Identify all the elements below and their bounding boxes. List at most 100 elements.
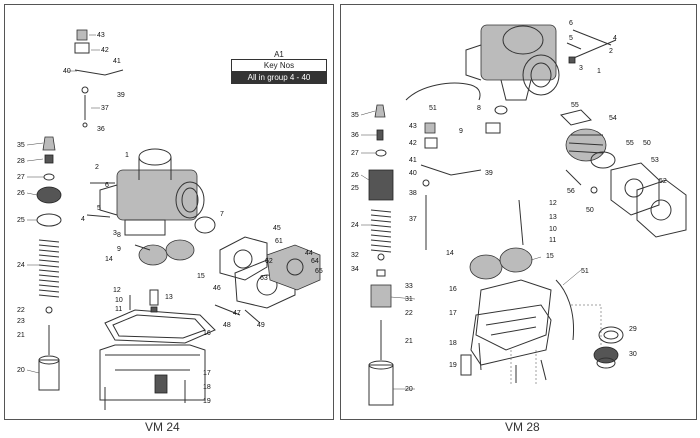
callout-27: 27 (351, 150, 359, 157)
callout-17: 17 (449, 310, 457, 317)
callout-18: 18 (203, 384, 211, 391)
vm28-float-bowl (460, 279, 552, 376)
callout-11: 11 (549, 237, 556, 244)
callout-50a: 50 (643, 140, 651, 147)
panel-vm24: 43 42 41 40 39 37 36 35 28 27 26 25 24 2… (4, 4, 334, 420)
vm28-carb-body (465, 24, 560, 101)
vm28-washers (485, 105, 508, 134)
callout-65: 65 (315, 268, 323, 275)
callout-34: 34 (351, 266, 359, 273)
vm28-bowl-screws (478, 342, 547, 383)
callout-20: 20 (405, 386, 413, 393)
callout-41: 41 (113, 58, 121, 65)
callout-13: 13 (165, 294, 173, 301)
callout-10: 10 (549, 226, 557, 233)
callout-41: 41 (409, 157, 417, 164)
key-ref: A1 (274, 50, 284, 59)
callout-45: 45 (273, 225, 281, 232)
callout-18: 18 (449, 340, 457, 347)
vm24-carb-body (99, 148, 205, 236)
callout-9: 9 (117, 246, 121, 253)
vm24-screws (86, 182, 261, 410)
vm28-overflow-hose (555, 279, 575, 341)
callout-35: 35 (351, 112, 359, 119)
callout-12: 12 (113, 287, 121, 294)
vm28-slide-stack (368, 104, 394, 406)
callout-29: 29 (629, 326, 637, 333)
callout-35: 35 (17, 142, 25, 149)
callout-48: 48 (223, 322, 231, 329)
callout-11: 11 (115, 306, 122, 313)
callout-43: 43 (409, 123, 417, 130)
callout-14: 14 (446, 250, 454, 257)
callout-19: 19 (449, 362, 457, 369)
callout-16: 16 (449, 286, 457, 293)
callout-33: 33 (405, 283, 413, 290)
callout-12: 12 (549, 200, 557, 207)
callout-24: 24 (351, 222, 359, 229)
callout-23: 23 (17, 318, 25, 325)
vm24-top-parts (74, 29, 124, 128)
callout-6: 6 (105, 182, 109, 189)
callout-37: 37 (101, 105, 109, 112)
callout-27: 27 (17, 174, 25, 181)
callout-22: 22 (405, 310, 413, 317)
vm28-drain-plug (593, 326, 624, 369)
callout-28: 28 (17, 158, 25, 165)
callout-52: 52 (659, 178, 667, 185)
callout-13: 13 (549, 214, 557, 221)
callout-21: 21 (17, 332, 25, 339)
callout-32: 32 (351, 252, 359, 259)
vm28-floats (469, 247, 533, 280)
vm28-leaders (360, 110, 582, 390)
callout-22: 22 (17, 307, 25, 314)
callout-55a: 55 (571, 102, 579, 109)
callout-8: 8 (117, 232, 121, 239)
vm24-floats (138, 239, 195, 266)
callout-39: 39 (485, 170, 493, 177)
callout-36: 36 (351, 132, 359, 139)
callout-6: 6 (569, 20, 573, 27)
callout-39: 39 (117, 92, 125, 99)
vm28-exploded-diagram: 6 5 4 2 3 1 51 55 54 55 50 53 52 50 56 8… (351, 20, 687, 406)
callout-1: 1 (125, 152, 129, 159)
callout-47: 47 (233, 310, 241, 317)
callout-15: 15 (546, 253, 554, 260)
callout-61: 61 (275, 238, 283, 245)
key-title: Key Nos (231, 59, 327, 72)
vm24-leaders (26, 34, 100, 374)
callout-43: 43 (97, 32, 105, 39)
vm24-exploded-diagram: 43 42 41 40 39 37 36 35 28 27 26 25 24 2… (17, 29, 323, 410)
callout-51: 51 (429, 105, 437, 112)
vm28-callouts: 6 5 4 2 3 1 51 55 54 55 50 53 52 50 56 8… (351, 20, 667, 393)
vm24-jets (134, 244, 159, 313)
callout-25: 25 (17, 217, 25, 224)
callout-63: 63 (260, 275, 268, 282)
callout-26: 26 (351, 172, 359, 179)
callout-7: 7 (220, 211, 224, 218)
callout-56: 56 (567, 188, 575, 195)
callout-16: 16 (203, 330, 211, 337)
callout-54: 54 (609, 115, 617, 122)
caption-vm24: VM 24 (145, 420, 180, 434)
caption-vm28: VM 28 (505, 420, 540, 434)
callout-42: 42 (101, 47, 109, 54)
callout-2: 2 (95, 164, 99, 171)
callout-19: 19 (203, 398, 211, 405)
callout-5: 5 (569, 35, 573, 42)
callout-14: 14 (105, 256, 113, 263)
vm28-cable (405, 82, 481, 101)
callout-15: 15 (197, 273, 205, 280)
vm24-oring (194, 216, 216, 234)
callout-46: 46 (213, 285, 221, 292)
vm28-dashed-guides (510, 304, 602, 385)
vm24-bowl-gasket (104, 309, 216, 344)
callout-3: 3 (579, 65, 583, 72)
callout-64: 64 (311, 258, 319, 265)
vm24-float-bowl (99, 344, 206, 401)
callout-55b: 55 (626, 140, 634, 147)
callout-31: 31 (405, 296, 413, 303)
key-box: A1 Key Nos All in group 4 - 40 (231, 50, 327, 84)
vm24-callouts: 43 42 41 40 39 37 36 35 28 27 26 25 24 2… (17, 32, 323, 405)
callout-40: 40 (409, 170, 417, 177)
